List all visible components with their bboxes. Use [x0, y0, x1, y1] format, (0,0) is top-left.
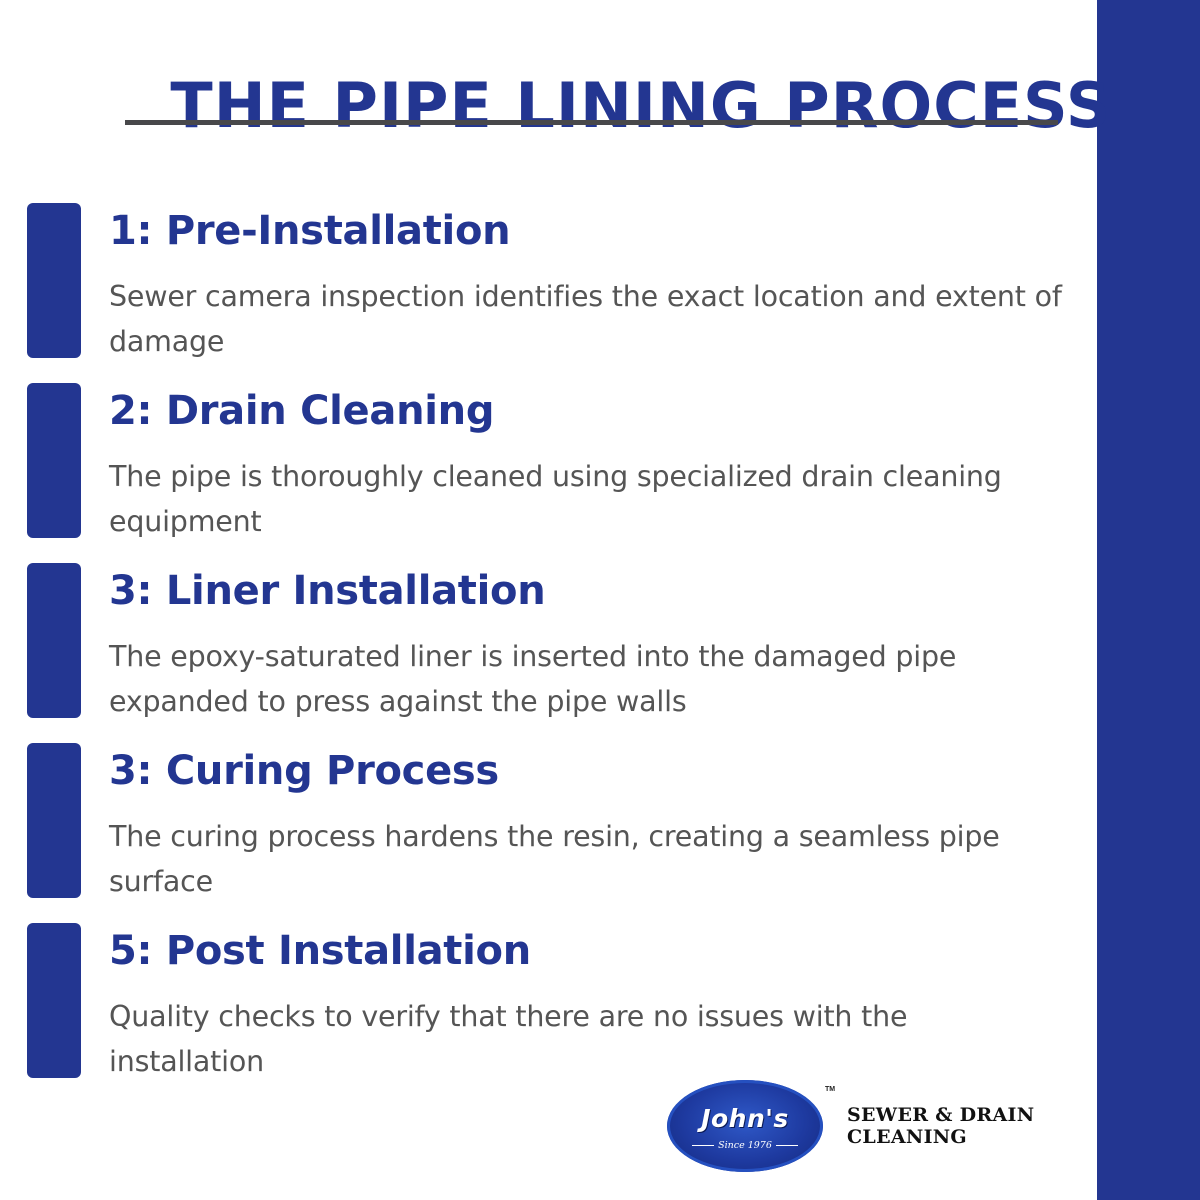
step-title: 5: Post Installation — [109, 928, 531, 974]
step-description: The pipe is thoroughly cleaned using spe… — [109, 460, 1002, 538]
step-description: Quality checks to verify that there are … — [109, 1000, 908, 1078]
step-description: The curing process hardens the resin, cr… — [109, 820, 1000, 898]
step-3: 3: Liner Installation The epoxy-saturate… — [0, 563, 1090, 723]
step-title: 3: Liner Installation — [109, 568, 546, 614]
logo-oval-badge: John's Since 1976 — [667, 1080, 823, 1172]
step-title: 2: Drain Cleaning — [109, 388, 495, 434]
step-1: 1: Pre-Installation Sewer camera inspect… — [0, 203, 1090, 363]
step-title: 3: Curing Process — [109, 748, 499, 794]
side-accent-band — [1097, 0, 1200, 1200]
logo-company-line1: SEWER & DRAIN — [847, 1104, 1035, 1126]
step-title: 1: Pre-Installation — [109, 208, 511, 254]
logo-company-line2: CLEANING — [847, 1126, 967, 1148]
logo-since-text: Since 1976 — [667, 1140, 823, 1151]
step-4: 3: Curing Process The curing process har… — [0, 743, 1090, 903]
logo-company-name: SEWER & DRAIN CLEANING — [847, 1104, 1034, 1148]
page-title: THE PIPE LINING PROCESS — [170, 68, 1112, 142]
step-marker — [27, 383, 81, 538]
title-divider — [125, 120, 1058, 125]
step-5: 5: Post Installation Quality checks to v… — [0, 923, 1090, 1083]
step-2: 2: Drain Cleaning The pipe is thoroughly… — [0, 383, 1090, 543]
company-logo: John's Since 1976 TM SEWER & DRAIN CLEAN… — [667, 1080, 1087, 1175]
step-description: Sewer camera inspection identifies the e… — [109, 280, 1062, 358]
step-marker — [27, 743, 81, 898]
trademark-mark: TM — [825, 1086, 836, 1093]
logo-wordmark: John's — [701, 1104, 789, 1133]
step-marker — [27, 563, 81, 718]
step-marker — [27, 923, 81, 1078]
step-marker — [27, 203, 81, 358]
step-description: The epoxy-saturated liner is inserted in… — [109, 640, 957, 718]
